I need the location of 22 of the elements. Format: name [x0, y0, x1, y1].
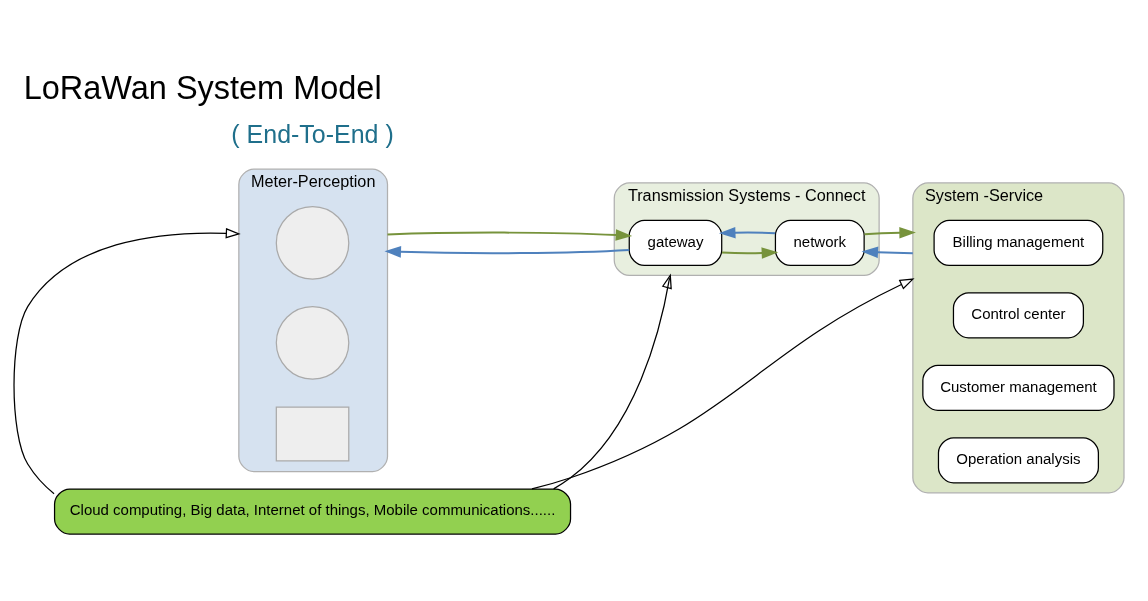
node-box: network — [774, 219, 865, 266]
node-box: Control center — [952, 291, 1084, 338]
node-circle — [275, 205, 350, 280]
arrow — [863, 226, 916, 239]
arrow — [718, 226, 777, 238]
arrow — [384, 245, 631, 258]
arrow — [386, 228, 633, 241]
node-box: Operation analysis — [937, 436, 1099, 483]
arrow — [553, 273, 672, 489]
label: ( End-To-End ) — [231, 119, 394, 148]
arrow — [13, 227, 241, 494]
node-circle — [275, 305, 350, 380]
node-box: Customer management — [922, 364, 1115, 411]
arrow — [531, 277, 915, 490]
node-box — [275, 406, 350, 462]
arrow — [721, 246, 779, 259]
arrow — [861, 246, 914, 258]
cluster: Meter-Perception — [238, 168, 389, 472]
diagram-title: LoRaWan System Model — [23, 69, 382, 106]
node-box: Cloud computing, Big data, Internet of things, Mobile communications...... — [53, 487, 572, 535]
node-box: Billing management — [933, 219, 1104, 266]
node-box: gateway — [628, 219, 723, 266]
